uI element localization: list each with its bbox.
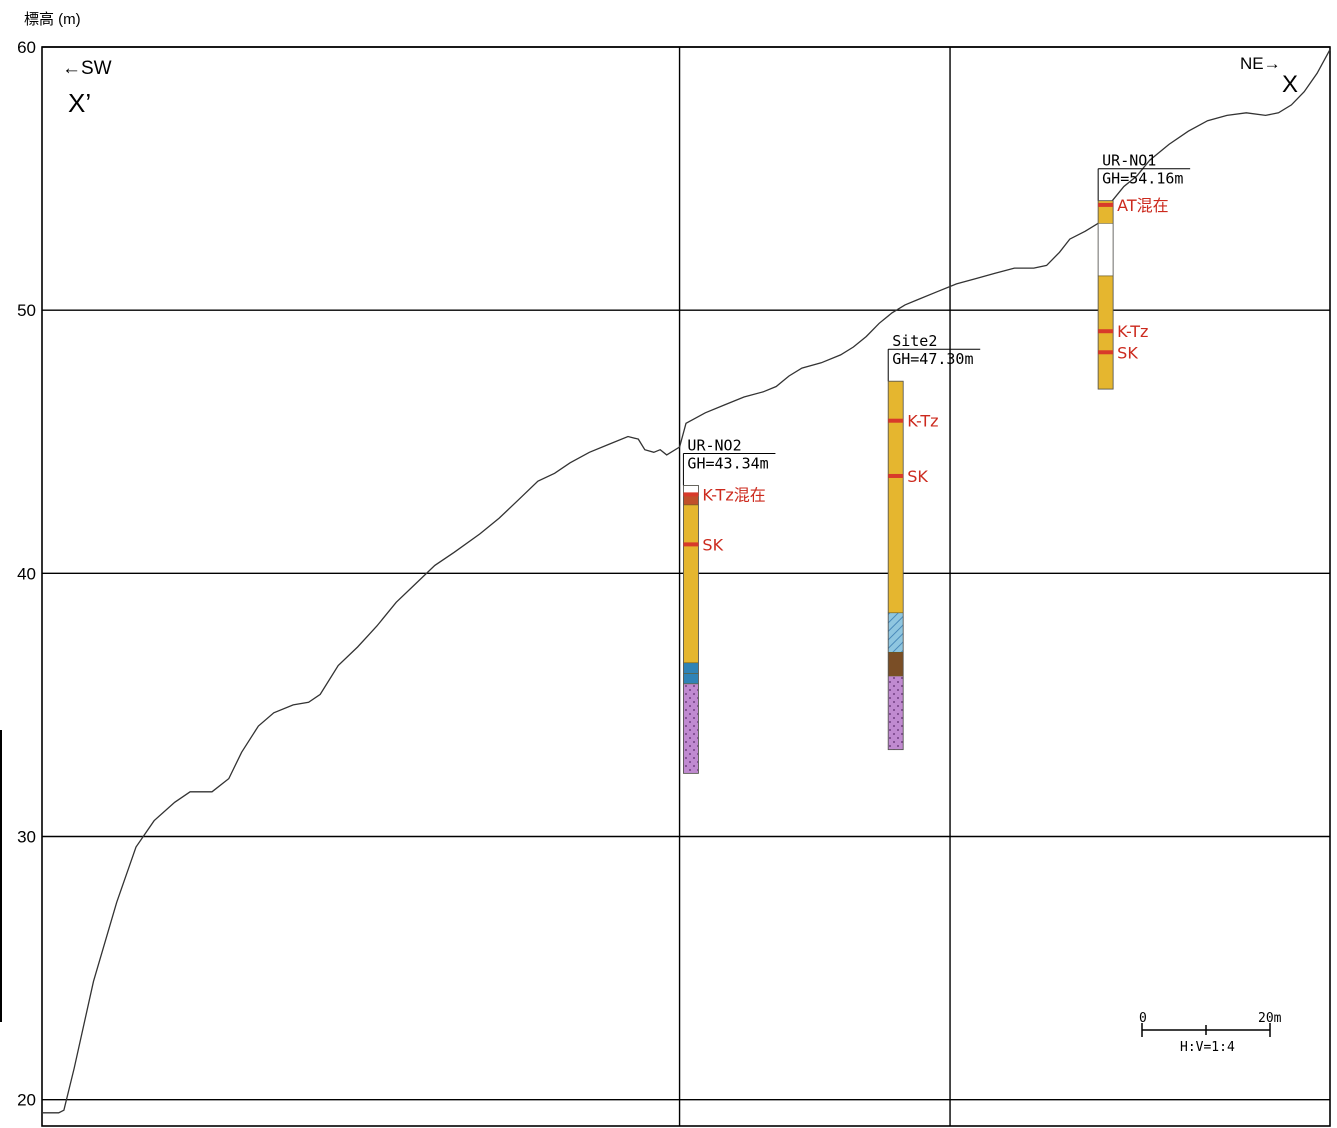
- borehole-name: Site2: [892, 332, 937, 350]
- tephra-label: K-Tz: [907, 412, 938, 431]
- borehole-name: UR-NO1: [1102, 152, 1156, 170]
- y-tick-label: 60: [17, 38, 36, 57]
- scale-bar: 0 20m H:V=1:4: [1139, 1011, 1282, 1055]
- borehole-column-outline: [887, 380, 904, 751]
- tephra-marker: [888, 418, 904, 423]
- scale-bar-end-label: 20m: [1258, 1011, 1282, 1026]
- tephra-label: K-Tz: [1117, 322, 1148, 341]
- y-tick-label: 50: [17, 301, 36, 320]
- tephra-marker: [1098, 202, 1114, 207]
- borehole-layer-band: [683, 504, 699, 664]
- borehole-layer-band: [1097, 223, 1114, 277]
- direction-ne-arrow: NE→: [1240, 54, 1281, 73]
- tephra-label: SK: [702, 535, 723, 554]
- borehole-layer-band: [887, 651, 904, 677]
- tephra-marker: [1098, 329, 1114, 334]
- borehole-ground-height: GH=47.30m: [892, 350, 973, 368]
- tephra-label: AT混在: [1117, 196, 1168, 215]
- terrain-profile-line: [42, 49, 1331, 1114]
- borehole-layer-pattern: [888, 675, 904, 750]
- borehole-name: UR-NO2: [687, 436, 741, 454]
- y-tick-label: 40: [17, 564, 36, 583]
- section-end-x: X: [1282, 71, 1298, 98]
- tephra-label: SK: [1117, 343, 1138, 362]
- tephra-label: SK: [907, 467, 928, 486]
- scale-bar-ratio: H:V=1:4: [1180, 1040, 1235, 1055]
- borehole-layer-band: [887, 380, 904, 614]
- y-tick-label: 20: [17, 1091, 36, 1110]
- borehole-column-outline: [683, 485, 699, 774]
- borehole-layer-pattern: [888, 612, 904, 653]
- direction-sw-arrow: ←SW: [62, 58, 112, 79]
- y-axis-title: 標高 (m): [24, 11, 81, 28]
- borehole-layer: UR-NO2GH=43.34mK-Tz混在SKSite2GH=47.30mK-T…: [682, 152, 1191, 774]
- borehole-layer-band: [683, 662, 699, 674]
- grid-layer: 60 50 40 30 20: [17, 38, 1331, 1127]
- tephra-marker: [888, 473, 904, 478]
- tephra-marker: [1098, 350, 1114, 355]
- scale-bar-start-label: 0: [1139, 1011, 1147, 1026]
- tephra-label: K-Tz混在: [702, 485, 765, 504]
- section-end-x-prime: X’: [68, 88, 91, 118]
- borehole-ground-height: GH=54.16m: [1102, 170, 1183, 188]
- borehole-layer-band: [683, 673, 699, 685]
- borehole-ground-height: GH=43.34m: [687, 454, 768, 472]
- borehole-column-outline: [1097, 200, 1114, 390]
- terrain-layer: [42, 49, 1331, 1114]
- borehole-layer-pattern: [683, 683, 699, 774]
- tephra-marker: [683, 492, 699, 497]
- tephra-marker: [683, 542, 699, 547]
- y-tick-label: 30: [17, 828, 36, 847]
